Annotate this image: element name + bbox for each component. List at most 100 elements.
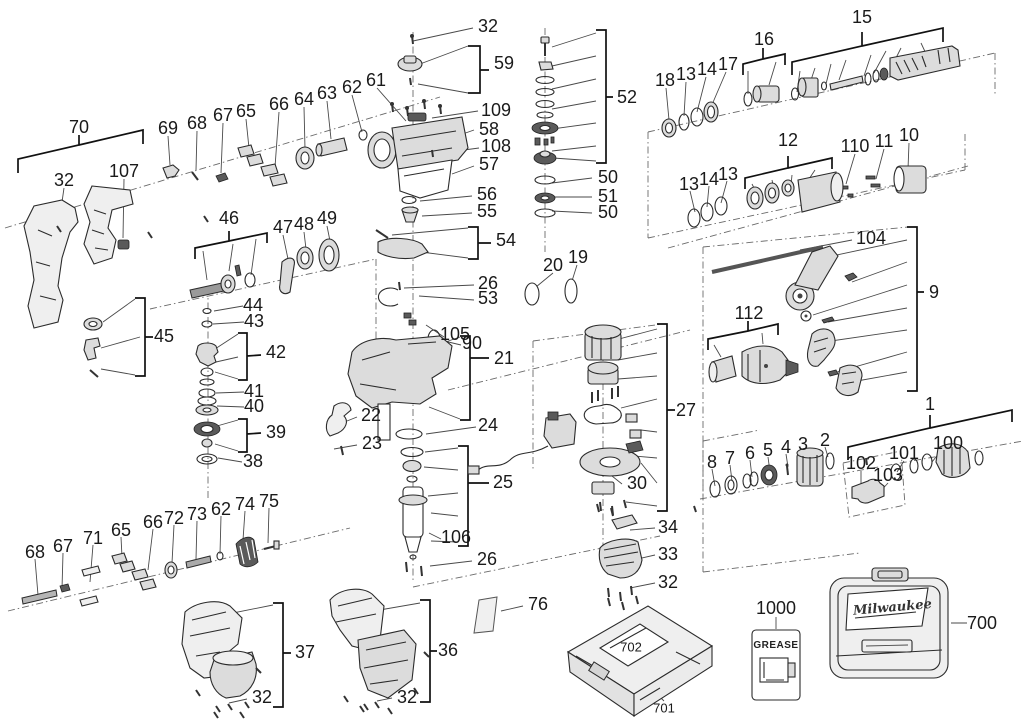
part-callout-13: 13 [675,64,697,84]
part-callout-2: 2 [819,430,831,450]
part-callout-64: 64 [293,89,315,109]
part-callout-12: 12 [777,130,799,150]
part-callout-21: 21 [493,348,515,368]
grease-label-text: GREASE [753,640,798,651]
part-callout-70: 70 [68,117,90,137]
part-callout-32: 32 [477,16,499,36]
part-callout-3: 3 [797,434,809,454]
part-callout-38: 38 [242,451,264,471]
part-callout-15: 15 [851,7,873,27]
part-callout-32: 32 [657,572,679,592]
part-callout-10: 10 [898,125,920,145]
lower-brush-row [21,536,280,607]
part-callout-1: 1 [924,394,936,414]
armature-column [467,324,644,516]
striker-shaft-row [661,45,961,138]
part-callout-54: 54 [495,230,517,250]
part-callout-43: 43 [243,311,265,331]
part-callout-109: 109 [480,100,512,120]
part-callout-13: 13 [717,164,739,184]
part-callout-14: 14 [696,59,718,79]
part-callout-69: 69 [157,118,179,138]
part-callout-56: 56 [476,184,498,204]
part-callout-42: 42 [265,342,287,362]
part-callout-68: 68 [24,542,46,562]
part-callout-62: 62 [210,499,232,519]
part-callout-71: 71 [82,528,104,548]
part-callout-11: 11 [874,131,894,151]
part-callout-44: 44 [242,295,264,315]
part-callout-53: 53 [477,288,499,308]
part-callout-46: 46 [218,208,240,228]
part-callout-68: 68 [186,113,208,133]
part-callout-27: 27 [675,400,697,420]
part-callout-45: 45 [153,326,175,346]
part-callout-67: 67 [52,536,74,556]
gearcase-assembly-37 [181,601,262,713]
part-callout-58: 58 [478,119,500,139]
part-callout-100: 100 [932,433,964,453]
part-callout-103: 103 [872,465,904,485]
part-callout-65: 65 [235,101,257,121]
part-callout-55: 55 [476,201,498,221]
part-callout-7: 7 [724,448,736,468]
part-callout-76: 76 [527,594,549,614]
part-callout-6: 6 [744,443,756,463]
part-callout-101: 101 [888,443,920,463]
part-callout-74: 74 [234,494,256,514]
gear-washer-column [524,36,578,306]
part-callout-61: 61 [365,70,387,90]
part-callout-51: 51 [597,186,619,206]
part-callout-102: 102 [845,453,877,473]
part-callout-34: 34 [657,517,679,537]
part-callout-26: 26 [477,273,499,293]
part-callout-19: 19 [567,247,589,267]
part-callout-57: 57 [478,154,500,174]
brand-logo-text: Milwaukee [852,597,933,619]
part-callout-72: 72 [163,508,185,528]
part-callout-32: 32 [396,687,418,707]
part-callout-90: 90 [461,333,483,353]
part-callout-701: 701 [653,700,675,716]
part-callout-8: 8 [706,452,718,472]
part-callout-16: 16 [753,29,775,49]
gearcase-assembly-36 [329,588,430,711]
retainer-parts-45 [83,317,103,378]
part-callout-47: 47 [272,217,294,237]
part-callout-36: 36 [437,640,459,660]
part-callout-39: 39 [265,422,287,442]
shifter-group [711,245,863,397]
part-callout-9: 9 [928,282,940,302]
part-callout-110: 110 [840,136,870,156]
part-callout-25: 25 [492,472,514,492]
part-callout-108: 108 [480,136,512,156]
clip-22-23 [325,402,352,456]
part-callout-32: 32 [53,170,75,190]
part-callout-33: 33 [657,544,679,564]
part-callout-20: 20 [542,255,564,275]
part-callout-23: 23 [361,433,383,453]
part-callout-26: 26 [476,549,498,569]
brush-and-cap-parts [162,129,368,187]
gear-train-row [189,238,340,299]
part-callout-37: 37 [294,642,316,662]
intermediate-shaft-column [193,307,221,465]
part-callout-59: 59 [493,53,515,73]
part-callout-702: 702 [620,639,642,655]
part-callout-50: 50 [597,202,619,222]
part-callout-62: 62 [341,77,363,97]
mounting-screws [213,499,639,719]
part-callout-22: 22 [360,405,382,425]
part-callout-1000: 1000 [755,598,797,618]
carrying-case-700: Milwaukee [829,567,949,679]
part-callout-24: 24 [477,415,499,435]
part-callout-65: 65 [110,520,132,540]
part-callout-67: 67 [212,105,234,125]
part-callout-4: 4 [780,437,792,457]
part-callout-107: 107 [108,161,140,181]
part-callout-18: 18 [654,70,676,90]
spindle-column [347,195,453,577]
grease-tube: GREASE [751,629,801,701]
